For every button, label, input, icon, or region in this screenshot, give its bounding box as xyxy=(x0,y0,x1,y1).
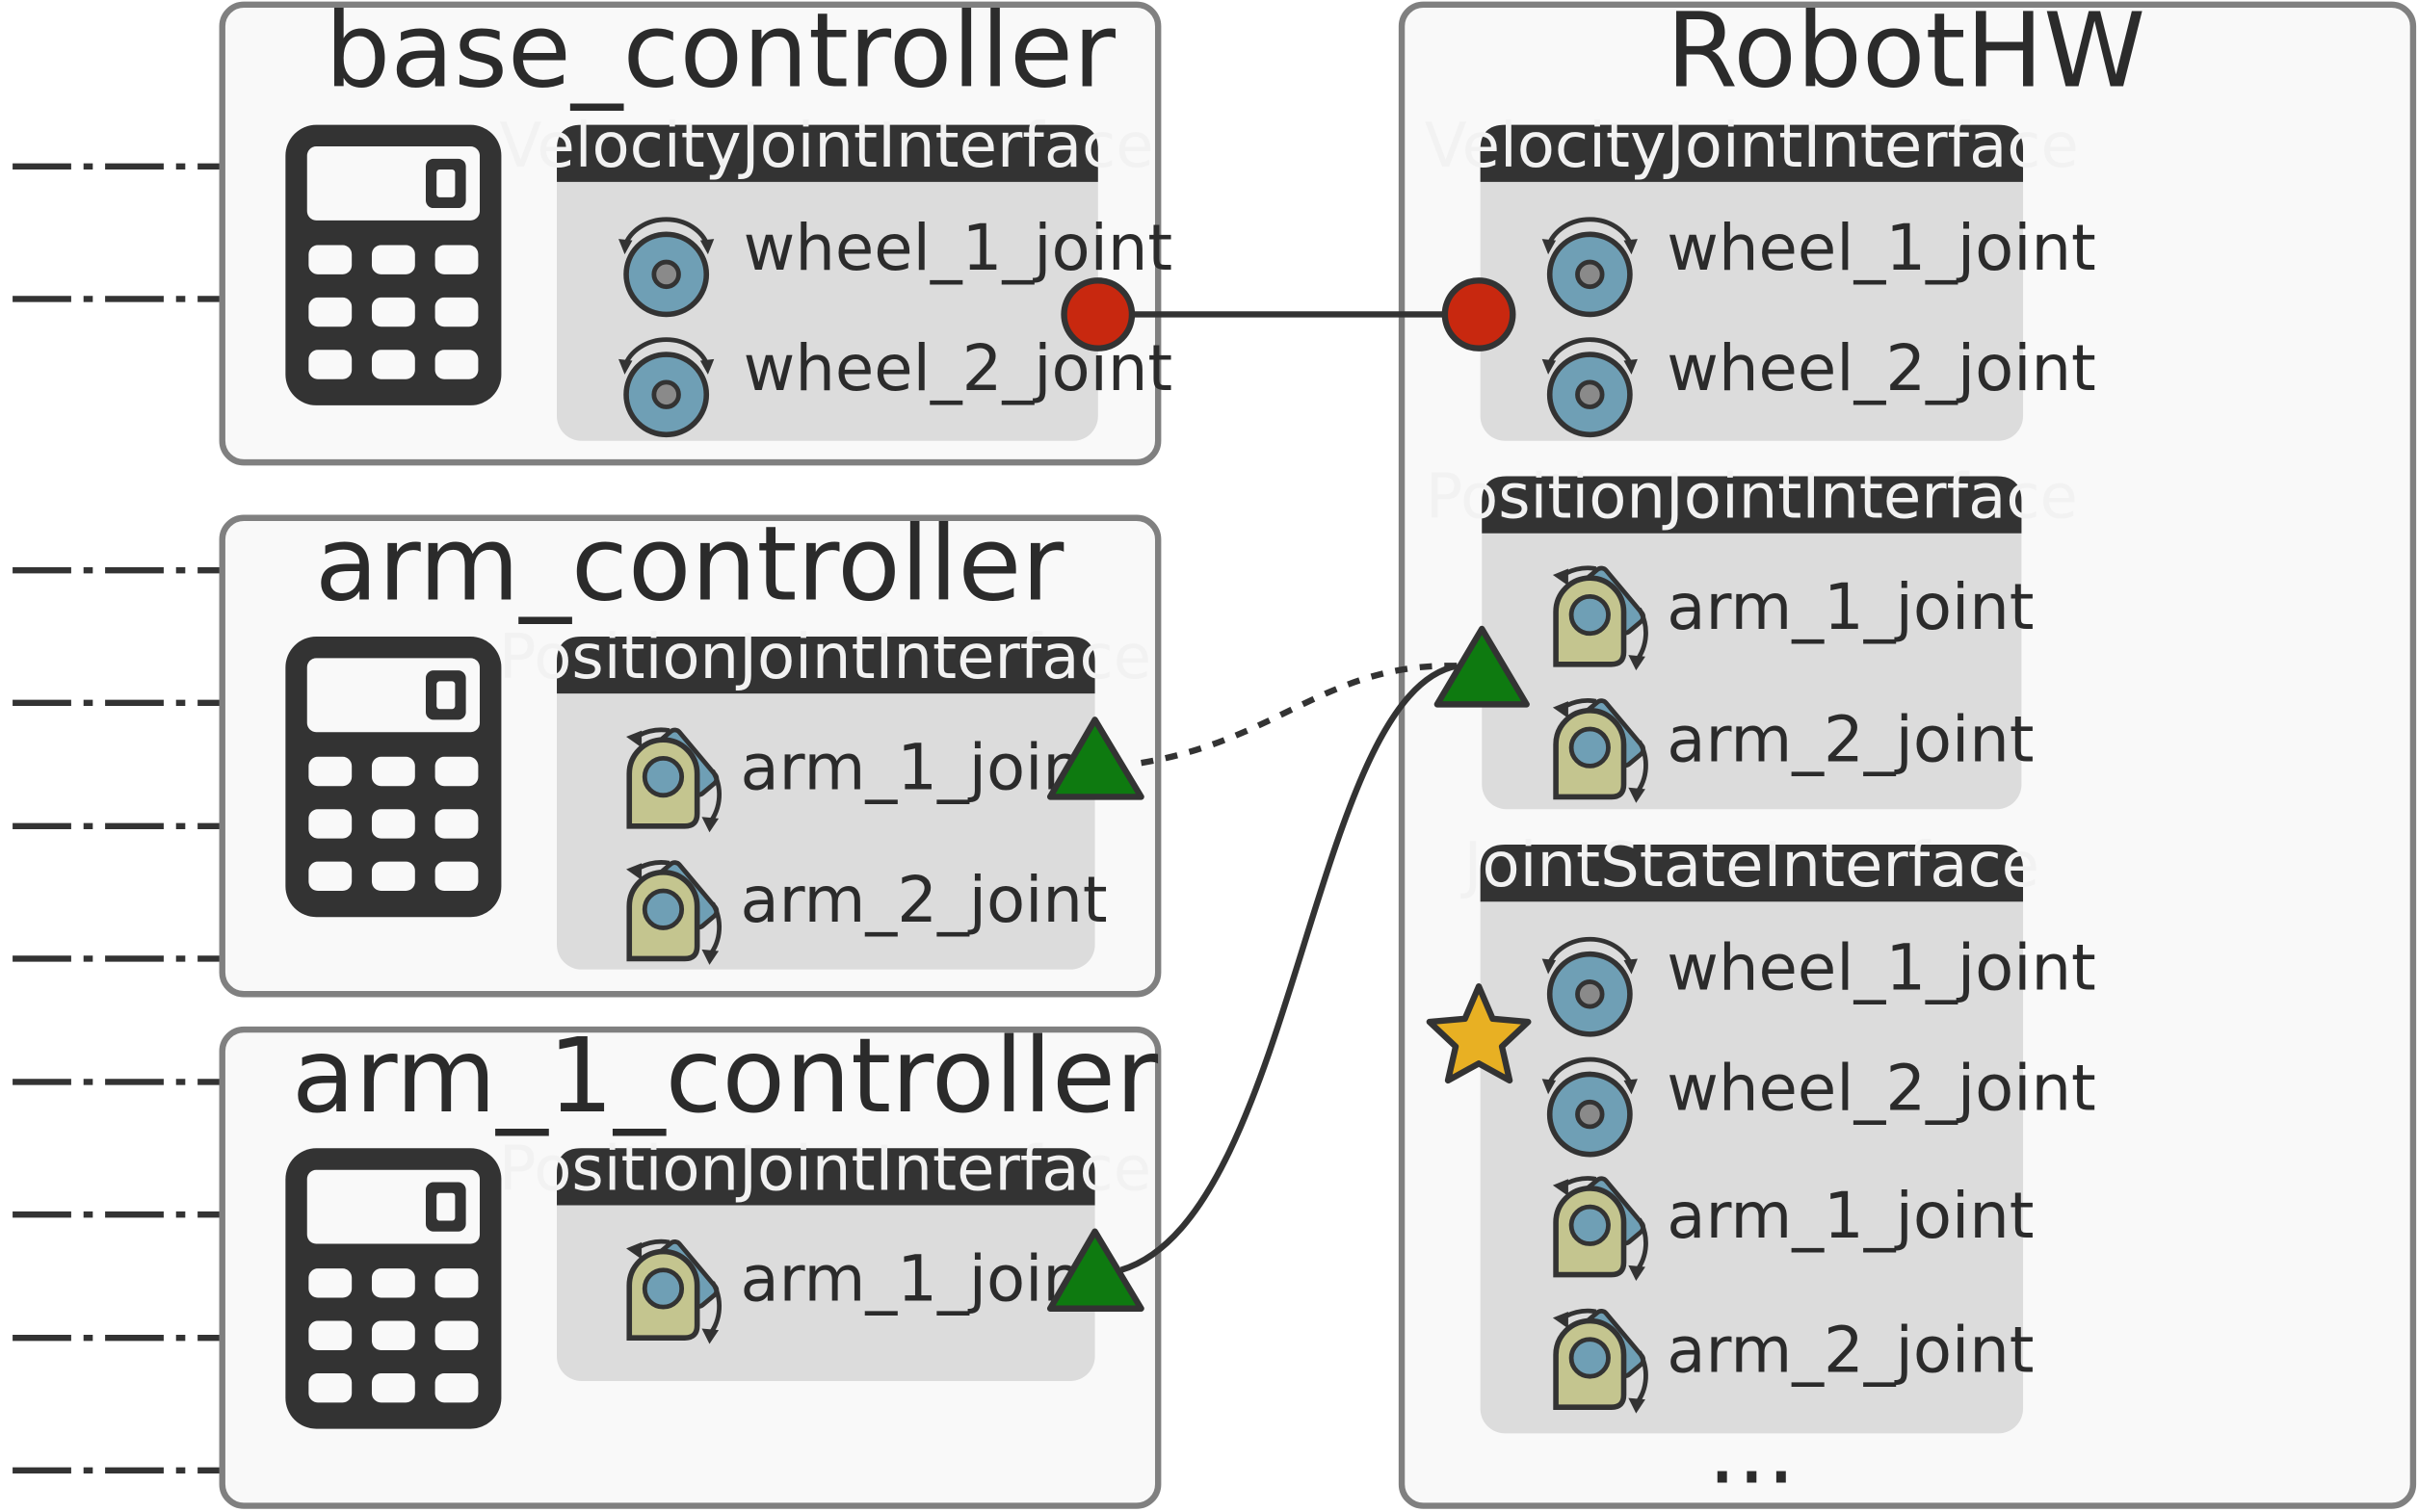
interface-header xyxy=(1480,845,2024,902)
solid-connection xyxy=(1119,663,1459,1273)
interface-header xyxy=(557,124,1098,182)
wheel-joint-icon xyxy=(1542,939,1638,1034)
wheel-joint-icon xyxy=(618,340,714,435)
interface-header xyxy=(1482,476,2022,534)
wheel-joint-icon xyxy=(618,220,714,315)
joint-label: arm_1_joint xyxy=(740,731,1107,804)
joint-label: wheel_2_joint xyxy=(1667,1052,2095,1125)
controller-box-arm-1: arm_1_controller PositionJointInterface … xyxy=(13,1016,1162,1509)
controller-title: arm_1_controller xyxy=(292,1016,1159,1136)
interface-header xyxy=(1480,124,2024,182)
interface-panel: PositionJointInterface arm_1_joint arm_2… xyxy=(499,622,1151,970)
joint-label: arm_2_joint xyxy=(1667,704,2034,777)
interface-header xyxy=(557,1148,1095,1206)
interface-panel: VelocityJointInterface wheel_1_joint whe… xyxy=(500,111,1172,441)
calculator-icon xyxy=(285,636,502,918)
robothw-box: RobotHW VelocityJointInterface wheel_1_j… xyxy=(1398,0,2417,1509)
interface-title: VelocityJointInterface xyxy=(1425,111,2079,182)
interface-header xyxy=(557,636,1095,694)
joint-label: wheel_1_joint xyxy=(1667,931,2095,1004)
controller-title: arm_controller xyxy=(315,505,1064,625)
interface-title: PositionJointInterface xyxy=(499,1134,1151,1206)
interface-panel: JointStateInterface wheel_1_joint wheel_… xyxy=(1460,830,2096,1434)
wheel-joint-icon xyxy=(1542,1059,1638,1155)
dashed-connection xyxy=(1141,663,1458,767)
red-circle-port[interactable] xyxy=(1441,277,1516,352)
controller-box-base: base_controller VelocityJointInterface w… xyxy=(13,0,1172,466)
interface-title: VelocityJointInterface xyxy=(500,111,1154,182)
controller-box-arm: arm_controller PositionJointInterface ar… xyxy=(13,505,1162,998)
robothw-title: RobotHW xyxy=(1667,0,2146,112)
more-ellipsis: ... xyxy=(1708,1397,1797,1505)
joint-label: wheel_1_joint xyxy=(744,212,1172,285)
calculator-icon xyxy=(285,124,502,405)
interface-panel: PositionJointInterface arm_1_joint arm_2… xyxy=(1426,462,2078,810)
input-lines xyxy=(13,566,223,962)
input-lines xyxy=(13,163,223,302)
joint-label: arm_1_joint xyxy=(1667,571,2034,644)
interface-title: PositionJointInterface xyxy=(1426,462,2078,534)
joint-label: arm_1_joint xyxy=(1667,1180,2034,1253)
red-circle-port[interactable] xyxy=(1061,277,1136,352)
input-lines xyxy=(13,1079,223,1473)
wheel-joint-icon xyxy=(1542,220,1638,315)
joint-label: wheel_1_joint xyxy=(1667,212,2095,285)
connections xyxy=(1119,311,1459,1273)
interface-title: PositionJointInterface xyxy=(499,622,1151,693)
green-triangle-port[interactable] xyxy=(1046,1228,1144,1312)
joint-label: arm_1_joint xyxy=(740,1243,1107,1316)
interface-panel: PositionJointInterface arm_1_joint xyxy=(499,1134,1151,1381)
joint-label: arm_2_joint xyxy=(740,864,1107,937)
green-triangle-port[interactable] xyxy=(1433,625,1530,708)
controller-title: base_controller xyxy=(325,0,1117,112)
green-triangle-port[interactable] xyxy=(1046,717,1144,800)
gold-star-port[interactable] xyxy=(1426,983,1532,1084)
joint-label: wheel_2_joint xyxy=(1667,332,2095,405)
interface-title: JointStateInterface xyxy=(1460,830,2039,901)
calculator-icon xyxy=(285,1148,502,1429)
interface-panel: VelocityJointInterface wheel_1_joint whe… xyxy=(1425,111,2096,441)
wheel-joint-icon xyxy=(1542,340,1638,435)
joint-label: arm_2_joint xyxy=(1667,1314,2034,1387)
